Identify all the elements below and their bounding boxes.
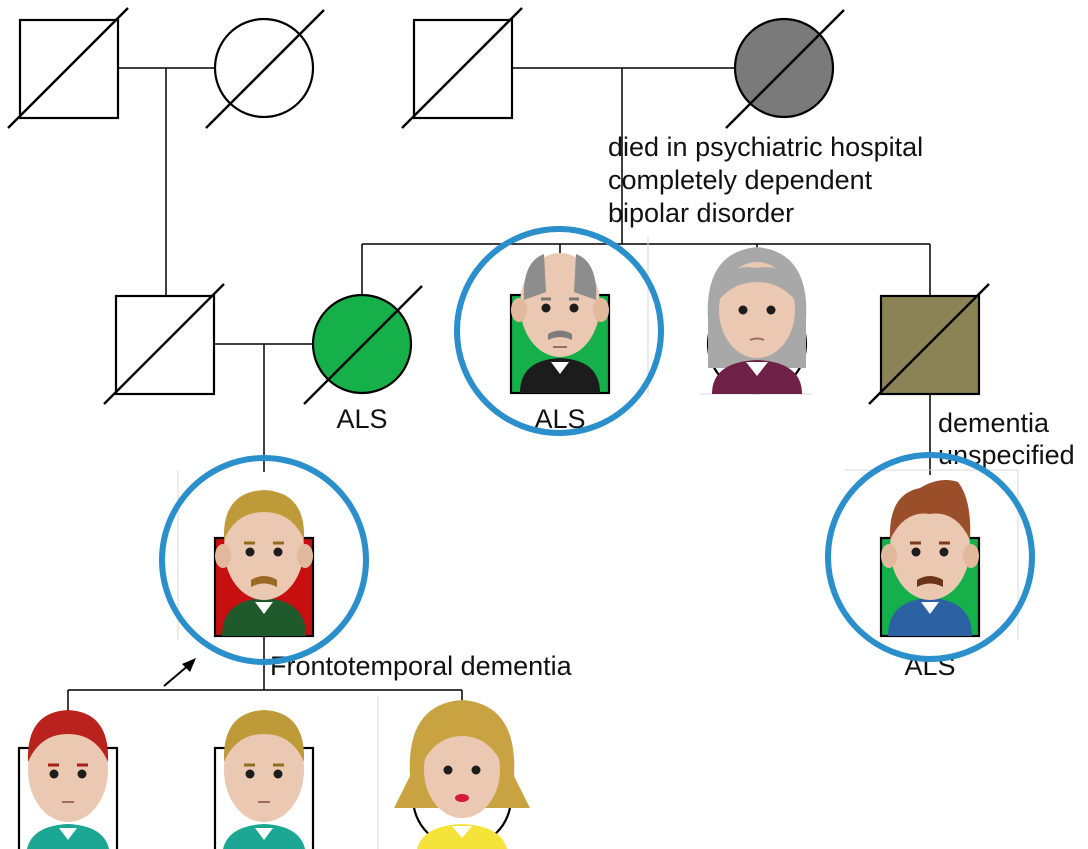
deceased-slash — [868, 283, 990, 405]
avatar-son-blond-hair — [223, 710, 305, 849]
deceased-slash — [7, 7, 129, 129]
gen2-uncle-2 — [868, 283, 990, 405]
avatar-proband-man — [215, 490, 313, 636]
gen2-father — [103, 283, 225, 405]
dementia-note-line-1: dementia — [938, 408, 1050, 438]
deceased-slash — [401, 7, 523, 129]
deceased-slash — [103, 283, 225, 405]
gen2-mother — [303, 285, 423, 405]
gen3-proband — [213, 490, 315, 638]
pedigree-lines — [67, 67, 1019, 849]
highlight-ring-uncle — [454, 226, 664, 436]
deceased-slash — [303, 285, 423, 405]
avatar-cousin-man — [881, 480, 979, 636]
avatar-older-man — [511, 253, 609, 393]
gen3-cousin — [879, 480, 981, 638]
als-label-mother: ALS — [336, 404, 387, 434]
gen4-son-1 — [17, 710, 119, 849]
psychiatric-note-line-1: died in psychiatric hospital — [608, 132, 923, 162]
gen4-daughter — [394, 700, 530, 849]
gen1-paternal-grandmother — [205, 9, 325, 129]
ftd-label: Frontotemporal dementia — [270, 651, 573, 681]
psychiatric-note-line-2: completely dependent — [608, 165, 873, 195]
avatar-older-woman — [707, 247, 807, 394]
highlight-ring-proband — [159, 455, 369, 665]
gen1-paternal-grandfather — [7, 7, 129, 129]
highlight-ring-cousin — [825, 452, 1035, 662]
deceased-slash — [205, 9, 325, 129]
gen1-maternal-grandfather — [401, 7, 523, 129]
psychiatric-note-line-3: bipolar disorder — [608, 198, 794, 228]
gen1-maternal-grandmother — [725, 9, 845, 129]
avatar-son-red-hair — [27, 710, 109, 849]
deceased-slash — [725, 9, 845, 129]
avatar-daughter — [394, 700, 530, 849]
proband-arrow — [163, 658, 196, 687]
dementia-note-line-2: unspecified — [938, 440, 1075, 470]
gen2-uncle — [509, 253, 611, 395]
gen4-son-2 — [213, 710, 315, 849]
gen2-aunt — [706, 247, 808, 395]
